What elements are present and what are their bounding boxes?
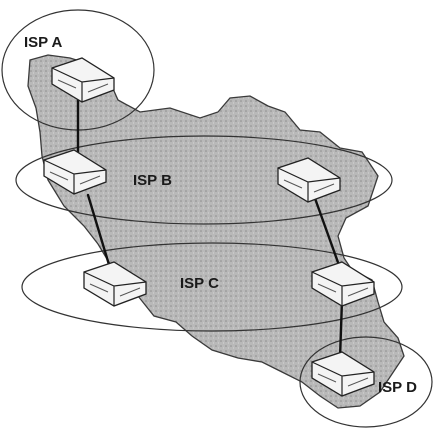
router-isp-c-west-icon <box>83 261 147 307</box>
router-isp-d-icon <box>311 351 375 397</box>
isp-d-boundary <box>299 336 433 428</box>
router-isp-b-west-icon <box>43 149 107 195</box>
isp-b-boundary <box>15 135 393 225</box>
link-b-c-east <box>310 188 342 270</box>
isp-b-label: ISP B <box>133 172 172 189</box>
router-isp-c-east-icon <box>311 261 375 307</box>
router-isp-a-icon <box>51 57 115 103</box>
link-b-c <box>86 193 112 270</box>
router-isp-b-east-icon <box>277 157 341 203</box>
link-c-d <box>338 298 344 360</box>
isp-d-label: ISP D <box>378 379 417 396</box>
isp-c-boundary <box>21 242 403 332</box>
isp-a-label: ISP A <box>24 34 63 51</box>
isp-c-label: ISP C <box>180 275 219 292</box>
